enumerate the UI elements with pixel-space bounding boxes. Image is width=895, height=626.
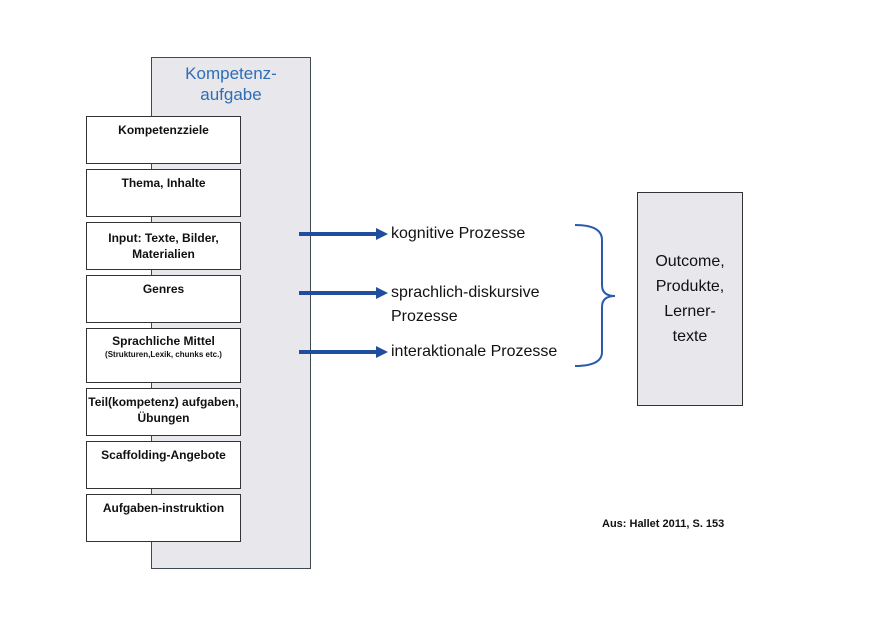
component-box-kompetenzziele: Kompetenzziele bbox=[86, 116, 241, 164]
component-label: Scaffolding-Angebote bbox=[101, 448, 226, 462]
component-box-teilkompetenz: Teil(kompetenz) aufgaben, Übungen bbox=[86, 388, 241, 436]
component-sublabel: (Strukturen,Lexik, chunks etc.) bbox=[105, 350, 222, 359]
component-label: Sprachliche Mittel bbox=[112, 334, 215, 348]
panel-title: Kompetenz- aufgabe bbox=[185, 64, 277, 104]
curly-brace bbox=[574, 224, 616, 367]
process-label-interaktional: interaktionale Prozesse bbox=[391, 343, 558, 360]
arrow-interaktional bbox=[299, 346, 388, 358]
process-label-kognitive: kognitive Prozesse bbox=[391, 225, 526, 242]
source-citation: Aus: Hallet 2011, S. 153 bbox=[602, 518, 725, 530]
component-label: Input: Texte, Bilder, Materialien bbox=[108, 231, 219, 261]
component-label: Kompetenzziele bbox=[118, 123, 209, 137]
component-label: Teil(kompetenz) aufgaben, Übungen bbox=[88, 395, 239, 425]
component-box-input: Input: Texte, Bilder, Materialien bbox=[86, 222, 241, 270]
outcome-label: Outcome, Produkte, Lerner- texte bbox=[655, 253, 725, 345]
component-label: Thema, Inhalte bbox=[121, 176, 206, 190]
outcome-box: Outcome, Produkte, Lerner- texte bbox=[637, 192, 743, 406]
arrow-sprachlich bbox=[299, 287, 388, 299]
component-box-scaffolding: Scaffolding-Angebote bbox=[86, 441, 241, 489]
component-box-genres: Genres bbox=[86, 275, 241, 323]
component-box-sprachliche-mittel: Sprachliche Mittel (Strukturen,Lexik, ch… bbox=[86, 328, 241, 383]
component-label: Aufgaben-instruktion bbox=[102, 501, 225, 515]
component-box-aufgabeninstruktion: Aufgaben-instruktion bbox=[86, 494, 241, 542]
arrow-kognitive bbox=[299, 228, 388, 240]
process-label-sprachlich: sprachlich-diskursive Prozesse bbox=[391, 284, 540, 325]
component-label: Genres bbox=[142, 282, 185, 296]
component-box-thema: Thema, Inhalte bbox=[86, 169, 241, 217]
